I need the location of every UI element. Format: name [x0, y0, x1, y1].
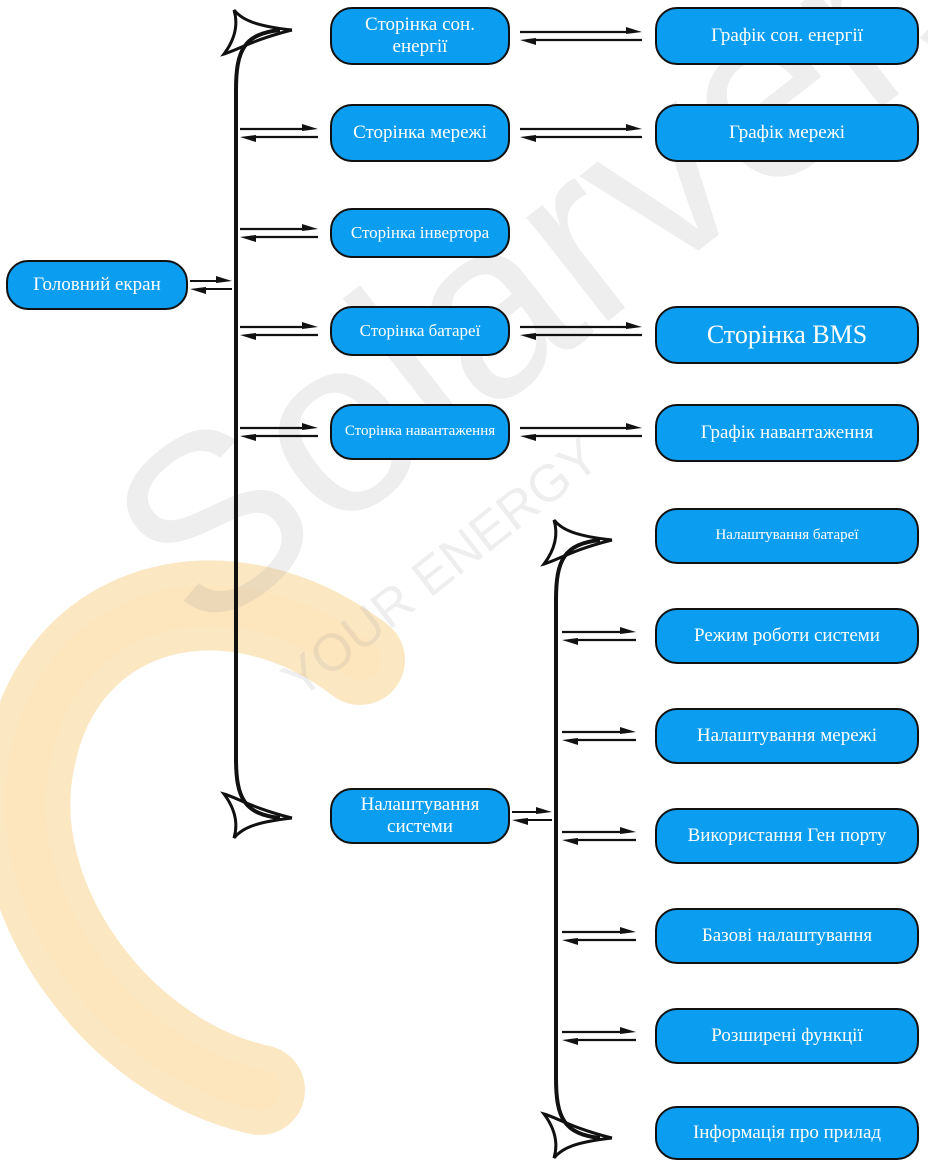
connector-45 — [620, 727, 636, 734]
connector-27 — [520, 135, 536, 142]
device-info-label: Інформація про прилад — [692, 1122, 882, 1144]
connector-59 — [562, 1038, 578, 1045]
bms-page-label: Сторінка BMS — [706, 320, 868, 350]
connector-3 — [190, 287, 206, 294]
node-inverter-page[interactable]: Сторінка інвертора — [330, 208, 510, 258]
connector-1 — [216, 276, 232, 283]
node-battery-page[interactable]: Сторінка батареї — [330, 306, 510, 356]
settings-brace-bottom-flourish — [540, 1111, 613, 1159]
node-gen-port[interactable]: Використання Ген порту — [655, 808, 919, 864]
connector-39 — [512, 818, 528, 825]
node-load-page[interactable]: Сторінка навантаження — [330, 404, 510, 460]
connector-35 — [520, 434, 536, 441]
main-brace-spine — [234, 28, 281, 820]
node-basic-setup[interactable]: Базові налаштування — [655, 908, 919, 964]
root-label: Головний екран — [33, 274, 161, 296]
connector-33 — [626, 423, 642, 430]
system-settings-label: Налаштування системи — [360, 794, 480, 837]
connector-7 — [240, 135, 256, 142]
connector-53 — [620, 927, 636, 934]
connector-21 — [626, 27, 642, 34]
node-solar-page[interactable]: Сторінка сон. енергії — [330, 7, 510, 65]
grid-page-label: Сторінка мережі — [353, 122, 487, 144]
solar-chart-label: Графік сон. енергії — [711, 25, 863, 47]
connector-15 — [240, 333, 256, 340]
connector-13 — [302, 322, 318, 329]
node-work-mode[interactable]: Режим роботи системи — [655, 608, 919, 664]
node-grid-chart[interactable]: Графік мережі — [655, 104, 919, 162]
connector-47 — [562, 738, 578, 745]
load-page-label: Сторінка навантаження — [344, 423, 496, 440]
node-bms-page[interactable]: Сторінка BMS — [655, 306, 919, 364]
gen-port-label: Використання Ген порту — [687, 825, 887, 847]
connector-43 — [562, 638, 578, 645]
node-advanced-functions[interactable]: Розширені функції — [655, 1008, 919, 1064]
work-mode-label: Режим роботи системи — [694, 625, 880, 647]
solar-page-label: Сторінка сон. енергії — [365, 14, 475, 57]
settings-brace-top-flourish — [540, 519, 613, 567]
connector-23 — [520, 38, 536, 45]
node-system-settings[interactable]: Налаштування системи — [330, 788, 510, 844]
connector-31 — [520, 333, 536, 340]
basic-setup-label: Базові налаштування — [701, 925, 873, 947]
connector-19 — [240, 434, 256, 441]
connector-57 — [620, 1027, 636, 1034]
main-brace-bottom-flourish — [220, 791, 293, 839]
node-load-chart[interactable]: Графік навантаження — [655, 404, 919, 462]
main-brace-top-flourish — [220, 9, 293, 57]
node-solar-chart[interactable]: Графік сон. енергії — [655, 7, 919, 65]
connector-55 — [562, 938, 578, 945]
inverter-page-label: Сторінка інвертора — [350, 223, 490, 243]
connector-41 — [620, 627, 636, 634]
connector-9 — [302, 224, 318, 231]
connector-25 — [626, 124, 642, 131]
connector-11 — [240, 235, 256, 242]
connector-51 — [562, 838, 578, 845]
load-chart-label: Графік навантаження — [700, 422, 874, 444]
advanced-functions-label: Розширені функції — [711, 1025, 863, 1047]
battery-setup-label: Налаштування батареї — [715, 527, 859, 544]
node-battery-setup[interactable]: Налаштування батареї — [655, 508, 919, 564]
connector-17 — [302, 423, 318, 430]
root-node-main-screen[interactable]: Головний екран — [6, 260, 188, 310]
settings-brace-spine — [554, 538, 601, 1140]
grid-chart-label: Графік мережі — [728, 122, 846, 144]
node-grid-setup[interactable]: Налаштування мережі — [655, 708, 919, 764]
node-grid-page[interactable]: Сторінка мережі — [330, 104, 510, 162]
connector-49 — [620, 827, 636, 834]
battery-page-label: Сторінка батареї — [359, 321, 481, 341]
connector-29 — [626, 322, 642, 329]
grid-setup-label: Налаштування мережі — [696, 725, 878, 747]
connector-5 — [302, 124, 318, 131]
node-device-info[interactable]: Інформація про прилад — [655, 1106, 919, 1160]
connector-37 — [536, 807, 552, 814]
